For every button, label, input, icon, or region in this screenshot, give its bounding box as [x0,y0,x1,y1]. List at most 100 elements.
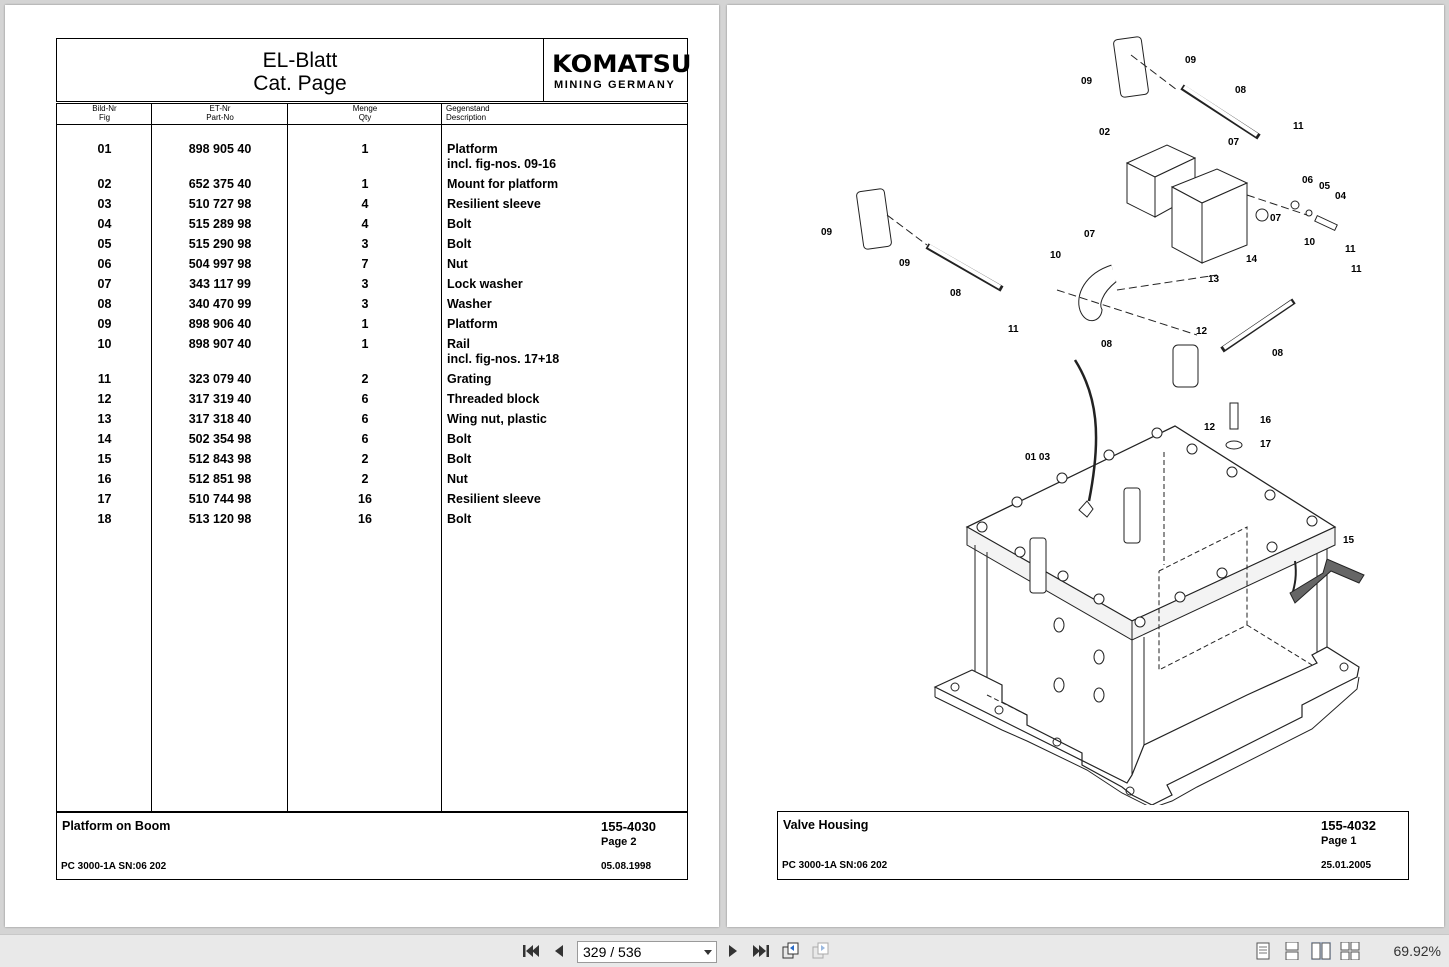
part-number-cell: 898 905 40 [188,142,252,156]
part-number-cell: 502 354 98 [188,432,252,446]
fig-cell: 17 [97,492,112,506]
callout-label: 07 [1084,229,1096,240]
callout-label: 16 [1260,415,1272,426]
brand-sub: MINING GERMANY [554,79,676,91]
left-page: EL-Blatt Cat. Page KOMATSU MINING GERMAN… [5,5,719,927]
footer-page: Page 1 [1321,835,1357,847]
qty-cell: 7 [361,257,369,271]
part-number-cell: 510 727 98 [188,197,252,211]
description-cell: Nut [447,472,468,486]
col-qty-de: Menge [352,104,378,113]
callout-label: 02 [1099,127,1111,138]
page-number-input[interactable]: 329 / 536 [577,941,717,963]
footer-title: Valve Housing [783,818,869,832]
col-qty-en: Qty [358,113,372,122]
part-number-cell: 317 319 40 [188,392,252,406]
part-number-cell: 512 843 98 [188,452,252,466]
fig-cell: 16 [97,472,112,486]
footer-title: Platform on Boom [62,819,171,833]
fig-cell: 07 [97,277,112,291]
callout-label: 07 [1270,213,1282,224]
komatsu-logo: KOMATSU MINING GERMANY [543,39,692,101]
callout-label: 10 [1304,237,1316,248]
fittings-drawing [856,36,1338,450]
rail-part [1289,558,1365,604]
fig-cell: 11 [97,372,112,386]
callout-label: 08 [1272,348,1284,359]
footer-model: PC 3000-1A SN:06 202 [61,861,167,872]
description-cell: Platform [447,142,498,156]
callout-label: 12 [1196,326,1208,337]
fig-cell: 06 [97,257,112,271]
qty-cell: 3 [361,297,369,311]
single-page-icon[interactable] [1253,942,1273,960]
first-page-icon[interactable] [521,942,541,960]
last-page-icon[interactable] [751,942,771,960]
parts-table: Bild-Nr Fig ET-Nr Part-No Menge Qty Gege… [56,103,688,812]
qty-cell: 3 [361,277,369,291]
previous-view-icon[interactable] [781,942,801,960]
fig-cell: 05 [97,237,112,251]
right-footer: Valve Housing 155-4032 Page 1 PC 3000-1A… [777,811,1409,880]
description-cell: Washer [447,297,492,311]
callout-label: 05 [1319,181,1331,192]
description-cell: Mount for platform [447,177,559,191]
qty-cell: 1 [361,142,369,156]
leader-lines [886,54,1308,336]
callout-label: 17 [1260,439,1272,450]
next-page-icon[interactable] [723,942,743,960]
callout-label: 08 [1235,85,1247,96]
fig-cell: 15 [97,452,112,466]
callout-label: 07 [1228,137,1240,148]
viewer-toolbar: 329 / 536 69.92% [0,934,1449,967]
callout-label: 15 [1343,535,1355,546]
fig-cell: 14 [97,432,112,446]
qty-cell: 6 [361,412,369,426]
callout-label: 10 [1050,250,1062,261]
prev-page-icon[interactable] [549,942,569,960]
fig-cell: 10 [97,337,112,351]
title-en: Cat. Page [253,72,347,95]
fig-cell: 01 [97,142,112,156]
part-number-cell: 512 851 98 [188,472,252,486]
part-number-cell: 898 907 40 [188,337,252,351]
qty-cell: 2 [361,472,369,486]
two-page-continuous-icon[interactable] [1340,942,1360,960]
description-cell: Bolt [447,432,472,446]
fig-cell: 08 [97,297,112,311]
next-view-icon[interactable] [811,942,831,960]
part-number-cell: 340 470 99 [188,297,252,311]
footer-number: 155-4032 [1321,818,1376,833]
callout-label: 11 [1293,121,1304,132]
part-number-cell: 652 375 40 [188,177,252,191]
fig-cell: 04 [97,217,112,231]
two-page-icon[interactable] [1311,942,1331,960]
description-cell: Platform [447,317,498,331]
callout-label: 09 [821,227,833,238]
callout-label: 13 [1208,274,1220,285]
continuous-icon[interactable] [1282,942,1302,960]
footer-date: 05.08.1998 [601,861,652,872]
description-cell: Rail [447,337,470,351]
callout-label: 09 [899,258,911,269]
part-number-cell: 515 290 98 [188,237,252,251]
catalog-title: EL-Blatt Cat. Page [57,39,543,101]
col-header-desc: Gegenstand Description [442,104,687,125]
description-cell: Lock washer [447,277,523,291]
description-cell: Bolt [447,237,472,251]
part-number-cell: 898 906 40 [188,317,252,331]
callout-label: 14 [1246,254,1258,265]
callout-label: 01 03 [1025,452,1050,463]
fig-cell: 09 [97,317,112,331]
callout-label: 09 [1185,55,1197,66]
chevron-down-icon[interactable] [704,950,712,955]
description-cell-line2: incl. fig-nos. 09-16 [447,157,557,171]
description-cell: Grating [447,372,492,386]
zoom-level[interactable]: 69.92% [1393,943,1441,959]
qty-cell: 2 [361,372,369,386]
col-header-fig: Bild-Nr Fig [57,104,152,125]
qty-cell: 6 [361,392,369,406]
description-cell: Bolt [447,452,472,466]
col-divider [441,104,442,811]
